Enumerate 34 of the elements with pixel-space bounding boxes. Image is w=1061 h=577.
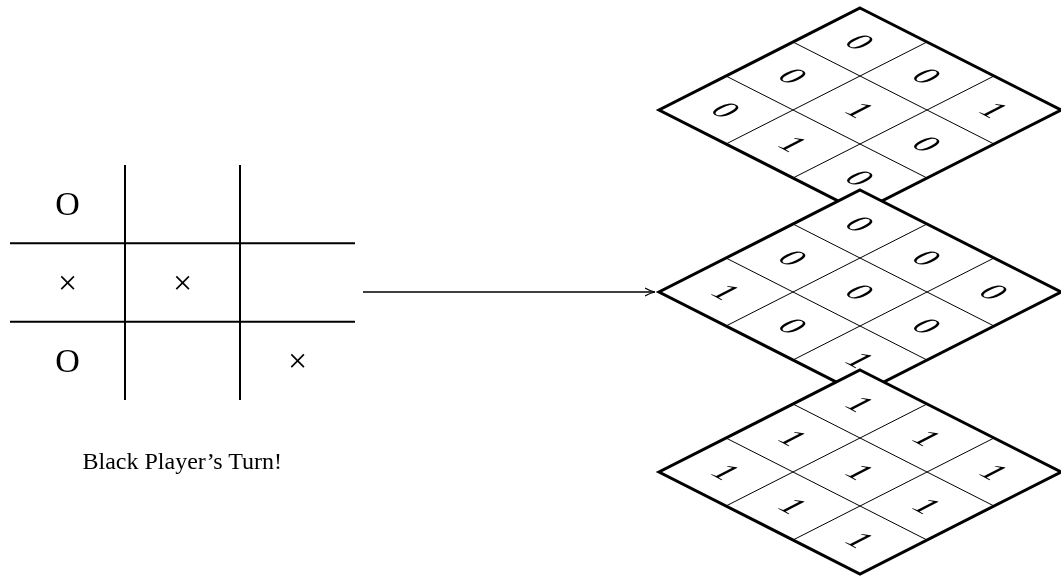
bit-digit: 1 xyxy=(702,459,750,485)
bit-digit: 0 xyxy=(903,313,951,339)
turn-caption: Black Player’s Turn! xyxy=(82,448,283,475)
bit-digit: 1 xyxy=(769,131,817,157)
bit-digit: 1 xyxy=(836,527,884,553)
bit-digit: 1 xyxy=(970,97,1018,123)
bit-digit: 0 xyxy=(836,211,884,237)
bit-digit: 0 xyxy=(769,245,817,271)
bit-digit: 0 xyxy=(970,279,1018,305)
bit-digit: 1 xyxy=(769,425,817,451)
bit-digit: 1 xyxy=(970,459,1018,485)
bit-digit: 0 xyxy=(769,313,817,339)
board-mark: × xyxy=(286,340,309,381)
bit-digit: 1 xyxy=(702,279,750,305)
bit-digit: 1 xyxy=(836,347,884,373)
bit-digit: 1 xyxy=(836,391,884,417)
bit-digit: 1 xyxy=(836,459,884,485)
bit-digit: 1 xyxy=(903,425,951,451)
bit-digit: 0 xyxy=(903,245,951,271)
bit-digit: 1 xyxy=(836,97,884,123)
board-mark: × xyxy=(56,262,79,303)
bit-digit: 0 xyxy=(702,97,750,123)
bit-digit: 0 xyxy=(903,131,951,157)
board-mark: O xyxy=(54,340,81,381)
board-mark: × xyxy=(171,262,194,303)
bit-digit: 0 xyxy=(769,63,817,89)
bit-digit: 0 xyxy=(903,63,951,89)
bit-digit: 0 xyxy=(836,165,884,191)
game-board xyxy=(10,165,355,400)
bit-digit: 0 xyxy=(836,29,884,55)
board-mark: O xyxy=(54,184,81,225)
bit-digit: 0 xyxy=(836,279,884,305)
bit-digit: 1 xyxy=(769,493,817,519)
bit-digit: 1 xyxy=(903,493,951,519)
